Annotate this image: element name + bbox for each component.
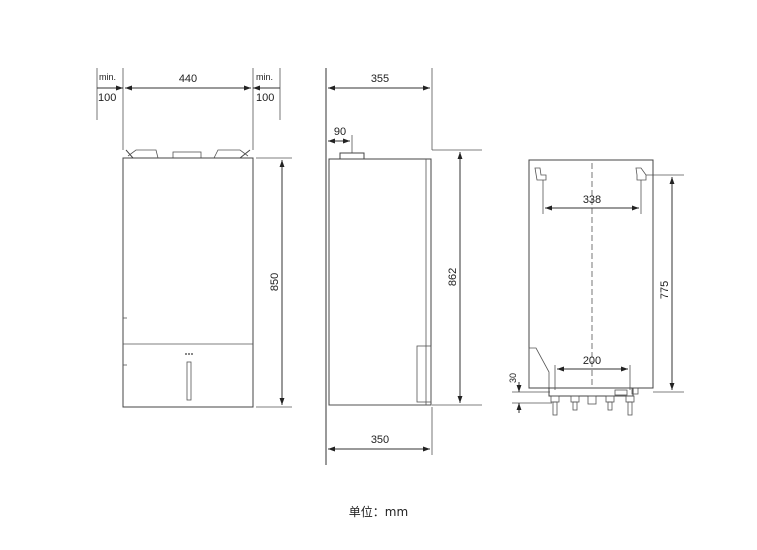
side-view: 355 90 862 350 — [325, 68, 482, 465]
rear-hook-spacing-dimension: 338 — [583, 194, 601, 206]
left-hook-icon — [534, 167, 547, 181]
side-height-dimension: 862 — [447, 268, 459, 286]
front-boiler-body — [122, 157, 254, 408]
rear-pipe-spacing-dimension: 200 — [583, 355, 601, 367]
side-depth-bottom-dimension: 350 — [371, 434, 389, 446]
side-flue-offset-dimension: 90 — [334, 126, 346, 138]
front-width-dimension: 440 — [179, 73, 197, 85]
front-min-left-value: 100 — [98, 92, 116, 104]
front-min-right-value: 100 — [256, 92, 274, 104]
side-boiler-body — [328, 158, 432, 406]
front-min-right-label: min. — [256, 72, 273, 82]
side-depth-top-dimension: 355 — [371, 73, 389, 85]
rear-height-dimension: 775 — [659, 281, 671, 299]
front-min-left-label: min. — [99, 72, 116, 82]
unit-caption: 单位：mm — [348, 505, 409, 519]
front-height-dimension: 850 — [269, 273, 281, 291]
right-hook-icon — [635, 167, 647, 181]
rear-view: 338 775 200 — [508, 159, 684, 416]
front-view: min. 100 440 min. 100 850 — [96, 68, 292, 408]
pipe-connections — [550, 387, 639, 416]
rear-mounting-plate — [528, 159, 654, 389]
rear-bottom-offset-dimension: 30 — [508, 373, 518, 383]
